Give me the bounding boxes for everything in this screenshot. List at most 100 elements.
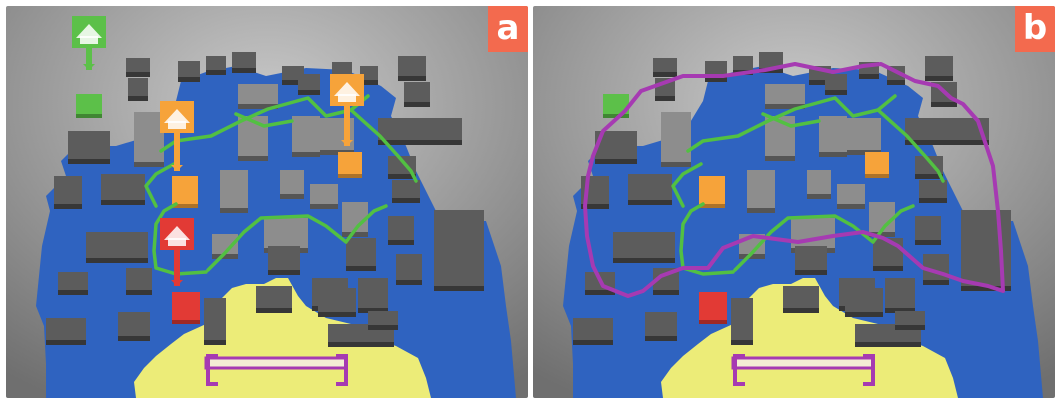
- building-side: [206, 70, 226, 75]
- building-side: [661, 162, 691, 167]
- building: [915, 216, 941, 240]
- building-side: [358, 308, 388, 313]
- building-side: [873, 266, 903, 271]
- building: [807, 170, 831, 194]
- building-side: [925, 76, 953, 81]
- building-side: [434, 286, 484, 291]
- flag-stem-tip: [341, 140, 353, 146]
- flag-stem-tip: [171, 280, 183, 286]
- building: [128, 78, 148, 96]
- building: [268, 246, 300, 270]
- building-side: [128, 96, 148, 101]
- building-side: [204, 340, 226, 345]
- building-side: [238, 156, 268, 161]
- building-side: [859, 74, 879, 79]
- building-side: [653, 290, 679, 295]
- zone-green: [603, 94, 629, 114]
- building-side: [232, 68, 256, 73]
- building-side: [895, 325, 925, 330]
- patrol-path: [733, 204, 915, 272]
- building-side: [220, 208, 248, 213]
- building: [765, 84, 805, 104]
- zone-orange: [338, 152, 362, 174]
- building-side: [885, 308, 915, 313]
- building-side: [809, 80, 831, 85]
- panel-label-a: a: [488, 6, 528, 52]
- building: [332, 62, 352, 74]
- panel-label-b: b: [1015, 6, 1055, 52]
- building-side: [915, 174, 943, 179]
- dock: [204, 356, 348, 370]
- building-side: [318, 312, 356, 317]
- building: [58, 272, 88, 290]
- building-side: [280, 194, 304, 199]
- building: [280, 170, 304, 194]
- flag-stem: [86, 46, 92, 70]
- building: [54, 176, 82, 204]
- zone-green: [76, 94, 102, 114]
- building-side: [595, 159, 637, 164]
- building-side: [731, 340, 753, 345]
- building-side: [101, 200, 145, 205]
- building: [178, 61, 200, 77]
- building: [118, 312, 150, 336]
- building: [46, 318, 86, 340]
- building: [256, 286, 292, 308]
- dock-bracket-right: [336, 354, 348, 386]
- building-side: [585, 290, 615, 295]
- patrol-path: [349, 108, 418, 183]
- building-side: [54, 204, 82, 209]
- building: [905, 118, 989, 140]
- building: [819, 116, 847, 152]
- building-side: [310, 204, 338, 209]
- building-side: [837, 204, 865, 209]
- zone-green-side: [603, 114, 629, 118]
- building-side: [807, 194, 831, 199]
- building-side: [118, 336, 150, 341]
- building: [825, 74, 847, 90]
- building-side: [178, 77, 200, 82]
- building: [919, 180, 947, 198]
- building: [847, 118, 881, 150]
- building: [733, 56, 753, 70]
- flag-stem: [174, 248, 180, 286]
- building-side: [118, 258, 148, 263]
- building: [378, 118, 462, 140]
- building-side: [653, 72, 677, 77]
- building: [360, 66, 378, 80]
- house-roof-icon: [164, 109, 190, 123]
- zone-red-side: [172, 320, 200, 324]
- building-side: [292, 152, 320, 157]
- building-side: [869, 232, 895, 237]
- zone-orange-side: [172, 204, 198, 208]
- building-side: [961, 286, 1011, 291]
- building: [653, 58, 677, 72]
- building-side: [819, 152, 847, 157]
- building: [126, 58, 150, 72]
- building-side: [645, 258, 675, 263]
- building: [212, 234, 238, 254]
- building-side: [134, 162, 164, 167]
- building: [86, 232, 120, 258]
- flag-stem-tip: [83, 64, 95, 70]
- building: [264, 218, 308, 248]
- house-body-icon: [168, 121, 186, 129]
- building: [613, 232, 647, 258]
- building-side: [68, 159, 110, 164]
- building: [388, 216, 414, 240]
- building-side: [126, 72, 150, 77]
- building: [126, 268, 152, 290]
- building: [238, 84, 278, 104]
- building: [396, 254, 422, 280]
- building: [895, 311, 925, 325]
- building: [204, 298, 226, 340]
- building-side: [887, 80, 905, 85]
- patrol-path: [679, 202, 735, 276]
- scene-a: [6, 6, 528, 398]
- building-side: [705, 77, 727, 82]
- zone-red: [699, 292, 727, 320]
- building-side: [342, 232, 368, 237]
- building-side: [855, 342, 921, 347]
- building: [645, 312, 677, 336]
- building-side: [398, 76, 426, 81]
